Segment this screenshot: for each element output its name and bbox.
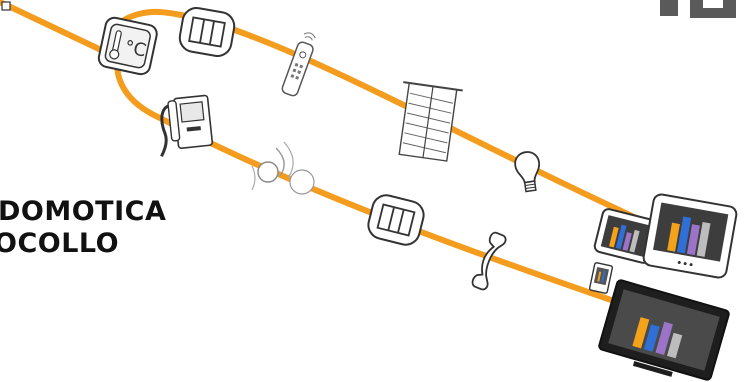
sound-waves-icon (252, 142, 314, 194)
television-icon (596, 279, 729, 382)
window-blinds-icon (393, 82, 462, 162)
smartphone-icon (589, 262, 612, 293)
corner-box-icon (2, 2, 10, 10)
logo-fragment (660, 0, 736, 18)
light-switch-icon (178, 6, 237, 58)
bus-line (117, 45, 640, 310)
headline-line-2: OCOLLO (0, 228, 166, 260)
monitor-icon (642, 193, 737, 278)
light-switch-icon (365, 192, 426, 247)
video-intercom-icon (156, 95, 214, 156)
headline-line-1: DOMOTICA (0, 196, 166, 228)
thermostat-label: °C (123, 37, 148, 62)
headline: DOMOTICA OCOLLO (0, 196, 166, 260)
thermostat-icon: °C (97, 16, 158, 76)
